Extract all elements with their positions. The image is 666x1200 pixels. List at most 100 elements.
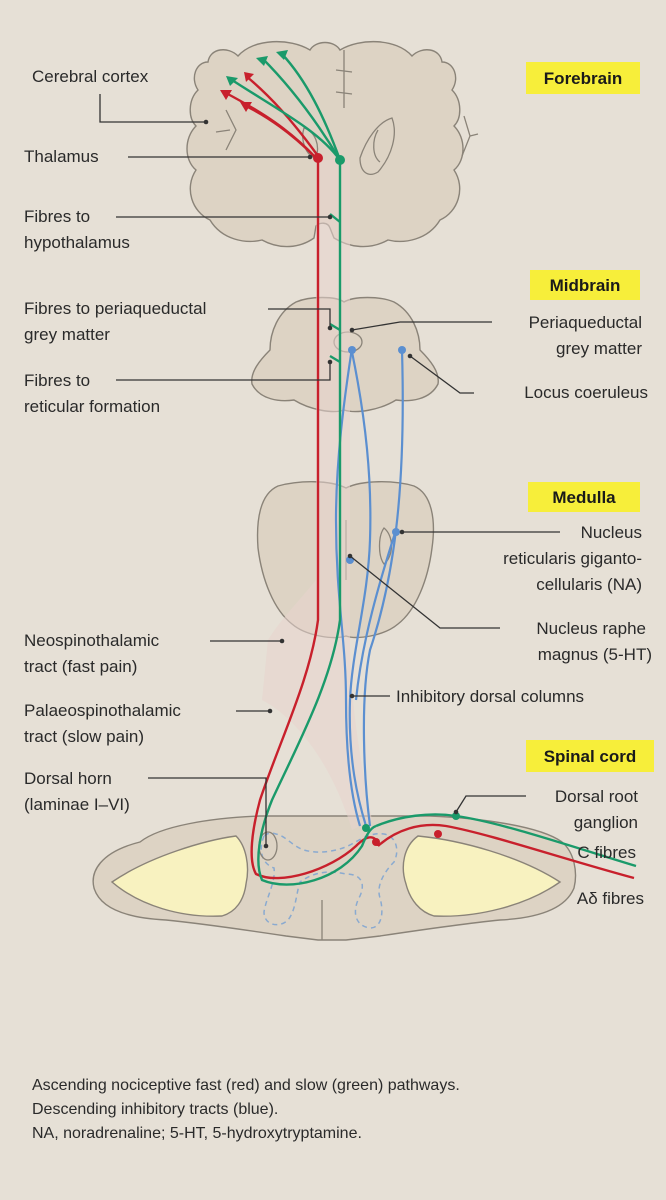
ventricle-right [359,117,395,175]
dorsal-horn-green-neuron-icon [362,824,370,832]
fibres-reticular-label-2: reticular formation [24,397,160,416]
green-tract-main [257,160,377,886]
fibres-reticular-leader [116,362,331,381]
neospinothalamic-label-1: Neospinothalamic [24,631,160,650]
periaqueductal-leader [351,321,492,331]
region-spinal-cord: Spinal cord [526,740,654,772]
nucleus-raphe-label-2: magnus (5-HT) [538,645,652,664]
thalamus-label: Thalamus [24,147,99,166]
reticularis-neuron-icon [392,528,400,536]
caption-line-2: Descending inhibitory tracts (blue). [32,1101,279,1118]
neospinothalamic-dot [279,638,285,644]
forebrain-label: Forebrain [544,69,622,88]
fibres-pag-label-1: Fibres to periaqueductal [24,299,206,318]
green-branch-pag [329,322,341,332]
dorsal-root-label-2: ganglion [574,813,638,832]
dorsal-root-ganglion-icon [452,812,460,820]
green-cortex-1 [261,57,342,161]
cerebral-cortex-dot [203,119,209,125]
red-thalamus-2 [245,104,315,157]
inhibitory-dorsal-label: Inhibitory dorsal columns [396,687,584,706]
nucleus-reticularis-label-3: cellularis (NA) [536,575,642,594]
periaqueductal-dot [349,327,355,333]
dorsal-horn-label-1: Dorsal horn [24,769,112,788]
medulla-olive [378,527,393,565]
neospinothalamic-label-2: tract (fast pain) [24,657,137,676]
fibres-reticular-label-1: Fibres to [24,371,90,390]
palaeospinothalamic-label-1: Palaeospinothalamic [24,701,181,720]
blue-tract-locus [362,349,404,827]
caption-line-1: Ascending nociceptive fast (red) and slo… [32,1077,460,1094]
green-branch-reticular [329,354,341,364]
fibres-hypothalamus-label-1: Fibres to [24,207,90,226]
fibres-hypothalamus-dot [327,214,333,220]
nucleus-raphe-leader [349,555,500,629]
nucleus-reticularis-label-2: reticularis giganto- [503,549,642,568]
fibres-pag-dot [327,325,333,331]
ad-fibre-neuron-icon [434,830,442,838]
blue-tract-reticularis [354,529,398,701]
fibres-pag-label-2: grey matter [24,325,110,344]
cortex-fold-left [215,109,237,151]
midbrain-label: Midbrain [550,276,621,295]
region-midbrain: Midbrain [530,270,640,300]
nucleus-raphe-dot [347,553,353,559]
fibres-pag-leader [268,308,331,328]
palaeospinothalamic-dot [267,708,273,714]
medulla-label: Medulla [552,488,616,507]
ventricle-right-inner [373,129,381,163]
fibres-reticular-dot [327,359,333,365]
cerebral-cortex-label: Cerebral cortex [32,67,149,86]
blue-tract-raphe [348,351,372,827]
red-tract-main [250,160,380,880]
thalamus-dot [307,154,313,160]
figure-caption: Ascending nociceptive fast (red) and slo… [32,1074,642,1146]
spinal-cord-right-wing [402,835,562,917]
spinal-cord-section [92,815,577,941]
palaeospinothalamic-label-2: tract (slow pain) [24,727,144,746]
nucleus-raphe-label-1: Nucleus raphe [536,619,646,638]
green-cortex-3 [231,78,341,161]
region-medulla: Medulla [528,482,640,512]
cerebral-cortex-leader [99,94,206,123]
dorsal-horn-red-neuron-icon [372,838,380,846]
periaqueductal-label-2: grey matter [556,339,642,358]
thalamus-red-neuron-icon [313,153,323,163]
dorsal-root-dot [453,809,459,815]
green-arrowhead-1 [256,56,268,66]
forebrain-highlight [526,62,640,94]
fibres-hypothalamus-label-2: hypothalamus [24,233,130,252]
nucleus-reticularis-label-1: Nucleus [581,523,642,542]
dorsal-horn-leader [148,777,267,846]
dorsal-root-leader [455,795,526,813]
cortex-fold-right [461,115,479,157]
red-fibre-in [377,823,635,880]
pag-neuron-icon [348,346,356,354]
periaqueductal-label-1: Periaqueductal [529,313,642,332]
red-arrowhead-2 [240,102,252,112]
green-fibre-in [375,813,637,868]
cortex-fold-midline [335,50,353,108]
dorsal-horn-dot [263,843,269,849]
red-arrowhead-1 [220,90,232,100]
spinal-cord-highlight [526,740,654,772]
nucleus-reticularis-dot [399,529,405,535]
green-arrowhead-3 [226,76,238,86]
medulla-highlight [528,482,640,512]
a-delta-fibres-label: Aδ fibres [577,889,644,908]
spinal-cord-label: Spinal cord [544,747,637,766]
dorsal-root-label-1: Dorsal root [555,787,638,806]
inhibitory-dorsal-dot [349,693,355,699]
fast-pathway [220,72,635,880]
locus-coeruleus-dot [407,353,413,359]
slow-pathway [226,50,637,886]
caption-line-3: NA, noradrenaline; 5-HT, 5-hydroxytrypta… [32,1125,362,1142]
spinal-cord-left-wing [110,835,249,917]
dorsal-horn-label-2: (laminae I–VI) [24,795,130,814]
locus-coeruleus-neuron-icon [398,346,406,354]
grey-matter-dashed [260,832,398,929]
region-forebrain: Forebrain [526,62,640,94]
thalamus-green-neuron-icon [335,155,345,165]
